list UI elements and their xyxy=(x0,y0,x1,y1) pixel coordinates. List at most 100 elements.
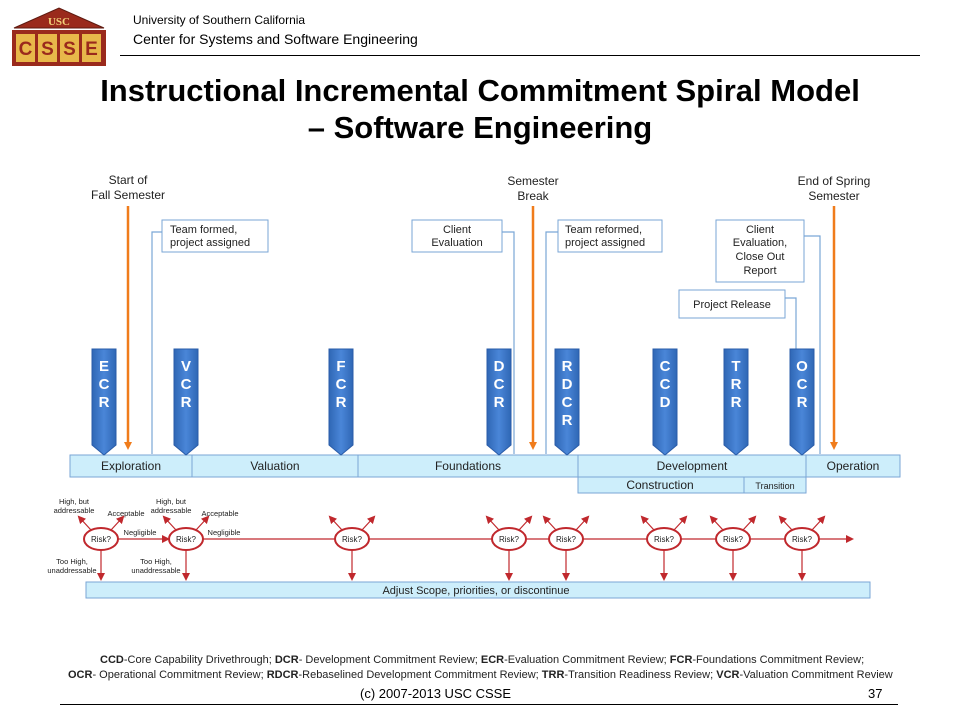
risk-branch xyxy=(361,515,376,531)
review-letter: R xyxy=(797,394,808,411)
team-reformed-text-1: Team reformed, xyxy=(565,224,642,236)
risk-branch xyxy=(110,515,125,531)
team-formed-box xyxy=(161,219,269,253)
logo-letters: C S S E xyxy=(16,34,101,62)
client-eval-close-text-4: Report xyxy=(743,265,776,277)
too-high-label-2b: unaddressable xyxy=(131,566,180,575)
logo-letter: C xyxy=(19,39,33,60)
logo-usc: USC xyxy=(48,16,70,28)
center-name: Center for Systems and Software Engineer… xyxy=(133,31,418,47)
acceptable-label-2: Acceptable xyxy=(201,509,238,518)
review-letter: V xyxy=(181,358,191,375)
start-fall-label-2: Fall Semester xyxy=(91,188,165,202)
review-shape xyxy=(91,348,117,456)
legend-abbr: FCR xyxy=(670,654,693,666)
phase-exploration: Exploration xyxy=(101,459,161,473)
review-letter: C xyxy=(660,358,671,375)
risk-label: Risk? xyxy=(176,535,197,544)
legend-line-2: OCR- Operational Commitment Review; RDCR… xyxy=(68,669,893,681)
risk-node: Risk? xyxy=(485,515,533,581)
risk-branch xyxy=(485,515,500,531)
too-high-label-1a: Too High, xyxy=(56,557,88,566)
risk-label: Risk? xyxy=(499,535,520,544)
phase-development: Development xyxy=(657,459,728,473)
footer: (c) 2007-2013 USC CSSE 37 xyxy=(0,686,960,706)
legend-def: -Rebaselined Development Commitment Revi… xyxy=(298,669,541,681)
page-number: 37 xyxy=(868,686,883,701)
csse-logo: USC C S S E xyxy=(12,7,106,66)
legend-abbr: RDCR xyxy=(267,669,299,681)
risk-ellipse xyxy=(168,527,204,551)
review-shape xyxy=(554,348,580,456)
review-ocr: OCR xyxy=(789,348,815,456)
project-release-box xyxy=(678,289,786,319)
review-letter: R xyxy=(336,394,347,411)
client-eval-box xyxy=(411,219,503,253)
review-trr: TRR xyxy=(723,348,749,456)
legend-abbr: DCR xyxy=(275,654,299,666)
team-reformed-text-2: project assigned xyxy=(565,237,645,249)
risk-node: Risk? xyxy=(709,515,757,581)
logo-letter: S xyxy=(63,39,76,60)
risk-label: Risk? xyxy=(91,535,112,544)
risk-label: Risk? xyxy=(792,535,813,544)
client-eval-connector xyxy=(502,231,515,454)
risk-label: Risk? xyxy=(556,535,577,544)
phase-bar xyxy=(69,454,901,478)
review-letter: R xyxy=(181,394,192,411)
risk-ellipse xyxy=(83,527,119,551)
legend-def: -Evaluation Commitment Review; xyxy=(504,654,670,666)
review-letter: C xyxy=(494,376,505,393)
team-reformed-box xyxy=(557,219,663,253)
review-ccd: CCD xyxy=(652,348,678,456)
legend-def: - Development Commitment Review; xyxy=(299,654,481,666)
adjust-scope-label: Adjust Scope, priorities, or discontinue xyxy=(382,585,569,597)
review-letter: R xyxy=(731,394,742,411)
review-shape xyxy=(652,348,678,456)
review-letter: C xyxy=(336,376,347,393)
construction-bar xyxy=(577,476,807,494)
phase-valuation: Valuation xyxy=(250,459,299,473)
negligible-label-2: Negligible xyxy=(208,528,241,537)
review-letter: D xyxy=(660,394,671,411)
legend-def: -Foundations Commitment Review; xyxy=(692,654,864,666)
review-shape xyxy=(328,348,354,456)
review-letter: C xyxy=(660,376,671,393)
risk-ellipse xyxy=(491,527,527,551)
review-letter: R xyxy=(562,412,573,429)
review-shape xyxy=(789,348,815,456)
risk-branch xyxy=(575,515,590,531)
risk-branch xyxy=(162,515,177,531)
review-letter: F xyxy=(336,358,345,375)
acceptable-label-1: Acceptable xyxy=(107,509,144,518)
review-dcr: DCR xyxy=(486,348,512,456)
review-letter: C xyxy=(181,376,192,393)
copyright: (c) 2007-2013 USC CSSE xyxy=(360,686,512,701)
review-letter: C xyxy=(562,394,573,411)
high-addressable-label-1a: High, but xyxy=(59,497,90,506)
legend-line-1: CCD-Core Capability Drivethrough; DCR- D… xyxy=(100,654,864,666)
client-eval-close-text-1: Client xyxy=(746,224,774,236)
logo-roof xyxy=(13,7,105,29)
client-eval-close-box xyxy=(715,219,805,283)
risk-node: Risk? xyxy=(542,515,590,581)
high-addressable-label-1b: addressable xyxy=(54,506,95,515)
risk-node: Risk? xyxy=(640,515,688,581)
risk-node: Risk? xyxy=(328,515,376,581)
team-formed-text-2: project assigned xyxy=(170,237,250,249)
risk-node: Risk? xyxy=(778,515,826,581)
legend-abbr: CCD xyxy=(100,654,124,666)
semester-break-label-2: Break xyxy=(517,189,549,203)
review-letter: T xyxy=(731,358,740,375)
review-letter: R xyxy=(494,394,505,411)
title-line-2: – Software Engineering xyxy=(307,110,653,145)
risk-nodes: Risk? Risk? Risk? Risk? Risk? Risk? Risk? Risk? xyxy=(77,515,826,581)
logo-letter: E xyxy=(85,39,98,60)
legend-def: -Valuation Commitment Review xyxy=(739,669,892,681)
review-shape xyxy=(486,348,512,456)
risk-branch xyxy=(518,515,533,531)
legend-abbr: VCR xyxy=(716,669,739,681)
phase-construction: Construction xyxy=(626,478,693,492)
